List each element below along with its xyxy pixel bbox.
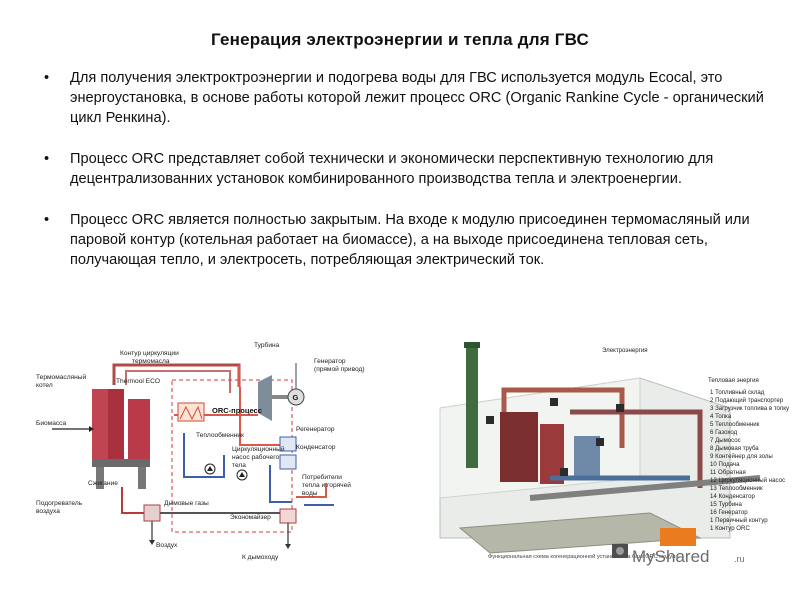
bullet-text: Для получения электроктроэнергии и подог…: [70, 70, 764, 126]
bullet-glyph: •: [44, 151, 50, 167]
label-circuit-2: термомасла: [132, 358, 170, 365]
bullet-glyph: •: [44, 70, 50, 86]
bullet-glyph: •: [44, 212, 50, 228]
plant-legend: 1 Топливный склад 2 Подающий транспортер…: [710, 389, 790, 532]
legend-item: 1 Первичный контур: [710, 517, 768, 524]
legend-item: 15 Турбина: [710, 501, 742, 508]
label-consumers-2: тепла и горячей: [302, 481, 351, 489]
bullet-text: Процесс ORC является полностью закрытым.…: [70, 212, 750, 268]
legend-item: 5 Теплообменник: [710, 421, 760, 428]
legend-item: 7 Дымосос: [710, 437, 741, 444]
legend-item: 14 Конденсатор: [710, 493, 755, 500]
label-consumers-3: воды: [302, 490, 318, 497]
bullet-text: Процесс ORC представляет собой техническ…: [70, 151, 714, 187]
bullet-list: • Для получения электроктроэнергии и под…: [44, 68, 764, 291]
legend-item: 10 Подача: [710, 461, 740, 468]
turbine-symbol: [258, 375, 288, 421]
label-biomass: Биомасса: [36, 420, 66, 427]
label-flue-gas: Дымовые газы: [164, 500, 209, 507]
label-electricity: Электроэнергия: [602, 347, 648, 354]
watermark-suffix: .ru: [734, 554, 745, 564]
label-orc-process: ORC-процесс: [212, 406, 262, 415]
legend-item: 3 Загрузчик топлива в топку: [710, 405, 790, 412]
generator-g-label: G: [293, 393, 299, 402]
label-pump-2: насос рабочего: [232, 453, 279, 461]
slide-title: Генерация электроэнергии и тепла для ГВС: [211, 30, 589, 49]
legend-item: 1 Контур ORC: [710, 525, 750, 532]
orc-process-diagram: G Термомасляный котел Контур циркуляции …: [34, 337, 386, 565]
label-air-heater-2: воздуха: [36, 508, 60, 515]
label-pump-3: тела: [232, 462, 246, 469]
label-thermal-boiler-1: Термомасляный: [36, 373, 86, 381]
legend-item: 9 Контейнер для золы: [710, 453, 773, 460]
plant-markers: [486, 398, 624, 476]
label-circuit-1: Контур циркуляции: [120, 350, 179, 357]
legend-item: 4 Топка: [710, 413, 732, 420]
label-thermal-boiler-2: котел: [36, 382, 53, 389]
label-air-heater-1: Подогреватель: [36, 500, 83, 507]
myshared-watermark: MyShared .ru: [612, 544, 745, 566]
legend-item: 11 Обратная: [710, 469, 746, 476]
bullet-item: • Для получения электроктроэнергии и под…: [44, 68, 764, 128]
label-burning: Сжигание: [88, 480, 118, 487]
watermark-text: MyShared: [632, 547, 709, 566]
label-regenerator: Регенератор: [296, 426, 335, 433]
legend-item: 2 Подающий транспортер: [710, 397, 784, 404]
label-generator-1: Генератор: [314, 358, 346, 365]
legend-item: 6 Газоход: [710, 429, 738, 436]
legend-item: 16 Генератор: [710, 509, 748, 516]
label-heat-energy: Тепловая энергия: [708, 377, 759, 384]
label-generator-2: (прямой привод): [314, 365, 365, 373]
bullet-item: • Процесс ORC является полностью закрыты…: [44, 210, 764, 270]
boiler: [92, 389, 150, 489]
label-pump-1: Циркуляционный: [232, 445, 285, 453]
label-to-chimney: К дымоходу: [242, 554, 279, 561]
label-air: Воздух: [156, 542, 178, 549]
legend-item: 8 Дымовая труба: [710, 445, 759, 452]
label-consumers-1: Потребители: [302, 473, 342, 481]
label-heat-exchanger: Теплообменник: [196, 431, 244, 439]
label-condenser: Конденсатор: [296, 444, 336, 451]
label-economizer: Экономайзер: [230, 513, 271, 521]
generator-symbol: G: [287, 363, 305, 406]
plant-caption: Функциональная схема когенерационной уст…: [488, 553, 678, 560]
label-turbine: Турбина: [254, 341, 280, 349]
legend-item: 1 Топливный склад: [710, 389, 765, 396]
bullet-item: • Процесс ORC представляет собой техниче…: [44, 149, 764, 189]
legend-item: 13 Теплообменник: [710, 485, 763, 492]
plant-illustration: Электроэнергия Тепловая энергия 1 Топлив…: [400, 338, 800, 570]
label-thermool: Thermool ECO: [116, 378, 160, 385]
legend-item: 12 Циркуляционный насос: [710, 477, 785, 484]
